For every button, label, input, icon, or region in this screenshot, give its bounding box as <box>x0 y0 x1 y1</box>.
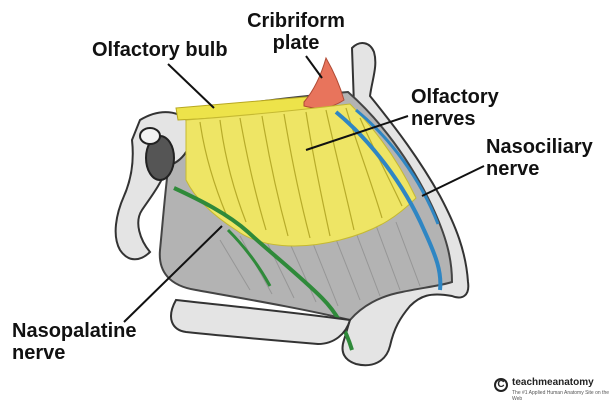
label-nasopalatine-nerve: Nasopalatine nerve <box>12 320 136 364</box>
label-nasociliary-nerve: Nasociliary nerve <box>486 136 593 180</box>
leader-cribriform <box>306 56 322 78</box>
leader-olfactory-bulb <box>168 64 214 108</box>
cribriform-plate-shape <box>304 58 344 108</box>
ethmoid-cell <box>140 128 160 144</box>
label-olfactory-nerves: Olfactory nerves <box>411 86 499 130</box>
label-cribriform-plate: Cribriform plate <box>236 10 356 54</box>
watermark-name: teachmeanatomy <box>512 377 594 388</box>
label-olfactory-bulb: Olfactory bulb <box>92 39 228 61</box>
copyright-icon: C <box>494 378 508 392</box>
watermark-tagline: The #1 Applied Human Anatomy Site on the… <box>512 390 610 402</box>
